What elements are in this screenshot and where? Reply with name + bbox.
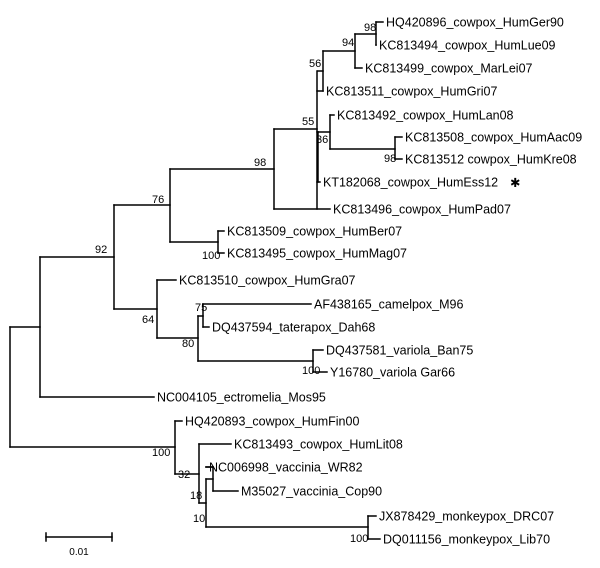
tip-label: AF438165_camelpox_M96 bbox=[314, 298, 463, 312]
tip-label: JX878429_monkeypox_DRC07 bbox=[379, 510, 554, 524]
tip-label: KC813512 cowpox_HumKre08 bbox=[405, 153, 577, 167]
tip-label: HQ420893_cowpox_HumFin00 bbox=[185, 415, 359, 429]
tip-label: KC813493_cowpox_HumLit08 bbox=[234, 438, 403, 452]
tip-label: KC813508_cowpox_HumAac09 bbox=[405, 131, 582, 145]
tip-label: HQ420896_cowpox_HumGer90 bbox=[386, 16, 564, 30]
tip-label: KC813494_cowpox_HumLue09 bbox=[379, 39, 556, 53]
bootstrap-value: 98 bbox=[254, 157, 266, 169]
tip-label: DQ437581_variola_Ban75 bbox=[326, 344, 473, 358]
scale-bar-label: 0.01 bbox=[69, 547, 89, 558]
tip-label: KC813492_cowpox_HumLan08 bbox=[337, 109, 514, 123]
bootstrap-value: 36 bbox=[316, 134, 328, 146]
tip-label: KC813495_cowpox_HumMag07 bbox=[227, 247, 407, 261]
tip-label: DQ437594_taterapox_Dah68 bbox=[212, 321, 375, 335]
tip-label: KC813510_cowpox_HumGra07 bbox=[179, 274, 356, 288]
bootstrap-value: 64 bbox=[142, 314, 154, 326]
bootstrap-value: 18 bbox=[190, 490, 202, 502]
tip-label: KC813509_cowpox_HumBer07 bbox=[227, 225, 402, 239]
bootstrap-value: 100 bbox=[350, 533, 368, 545]
tip-label: KC813496_cowpox_HumPad07 bbox=[333, 203, 511, 217]
bootstrap-value: 100 bbox=[302, 365, 320, 377]
bootstrap-value: 94 bbox=[342, 37, 354, 49]
bootstrap-value: 80 bbox=[182, 338, 194, 350]
bootstrap-value: 100 bbox=[152, 447, 170, 459]
tip-label: NC006998_vaccinia_WR82 bbox=[209, 461, 363, 475]
tip-label: DQ011156_monkeypox_Lib70 bbox=[383, 533, 550, 547]
tip-label: M35027_vaccinia_Cop90 bbox=[241, 485, 382, 499]
bootstrap-value: 98 bbox=[364, 22, 376, 34]
tip-label: Y16780_variola Gar66 bbox=[330, 366, 455, 380]
tip-label: KC813499_cowpox_MarLei07 bbox=[365, 62, 533, 76]
tip-label: KT182068_cowpox_HumEss12 bbox=[323, 176, 498, 190]
bootstrap-value: 10 bbox=[193, 513, 205, 525]
bootstrap-value: 98 bbox=[384, 153, 396, 165]
bootstrap-value: 76 bbox=[152, 194, 164, 206]
bootstrap-value: 56 bbox=[309, 58, 321, 70]
bootstrap-value: 100 bbox=[202, 250, 220, 262]
tip-label: NC004105_ectromelia_Mos95 bbox=[157, 391, 326, 405]
asterisk-marker-icon: ✱ bbox=[510, 176, 521, 190]
bootstrap-value: 55 bbox=[302, 116, 314, 128]
bootstrap-value: 92 bbox=[95, 244, 107, 256]
tip-label: KC813511_cowpox_HumGri07 bbox=[326, 85, 497, 99]
bootstrap-value: 75 bbox=[195, 302, 207, 314]
bootstrap-value: 32 bbox=[178, 469, 190, 481]
